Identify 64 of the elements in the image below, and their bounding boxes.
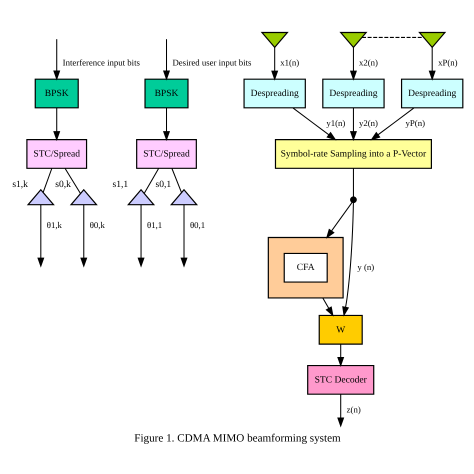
connector [143,168,159,194]
connector [362,36,424,38]
node-label: s1,1 [112,178,128,190]
node-box: Despreading [322,78,384,108]
connector [64,168,80,194]
edge-label: yP(n) [405,117,424,128]
arrow [336,394,344,428]
node-box: Symbol-rate Sampling into a P-Vector [274,138,432,168]
node-triangle [26,188,54,205]
node-label: s0,k [54,178,70,190]
arrow [322,297,334,316]
connector [352,168,354,196]
node-triangle [338,31,367,48]
node-triangle [418,31,446,48]
arrow [180,204,188,268]
arrow [162,107,170,141]
arrow [342,202,354,316]
edge-label: y1(n) [326,117,345,128]
node-box: BPSK [34,78,78,108]
edge-label: θ0,1 [189,219,205,230]
arrow [52,38,60,80]
edge-label: y2(n) [358,117,378,128]
node-box: Despreading [400,78,463,108]
edge-label: x2(n) [358,57,378,68]
node-box: W [318,314,362,344]
node-box: STC/Spread [26,138,87,168]
arrow [428,46,436,80]
edge-label: x1(n) [280,57,299,68]
arrow [336,344,344,367]
arrow [325,202,352,238]
node-box: Despreading [242,78,306,108]
arrow [36,204,44,268]
edge-label: θ0,k [89,219,104,230]
arrow [370,107,414,140]
edge-label: y (n) [356,261,374,272]
arrow [349,46,356,80]
cluster [267,236,344,298]
node-triangle [126,188,155,205]
node-label: s0,1 [155,178,171,190]
arrow [292,107,336,140]
edge-label: xP(n) [438,57,458,68]
edge-label: θ1,1 [146,219,162,230]
caption: Figure 1. CDMA MIMO beamforming system [134,432,340,444]
node-circle [350,196,356,203]
node-triangle [169,188,198,205]
arrow [349,107,356,141]
arrow [137,204,144,268]
arrow [270,46,278,80]
connector [170,168,182,192]
edge-label: z(n) [346,404,360,414]
node-triangle [69,188,98,205]
node-box: BPSK [144,78,188,108]
arrow [162,38,170,80]
connector [42,168,52,192]
node-box: STC/Spread [136,138,196,168]
node-triangle [260,31,288,48]
node-box: CFA [283,252,328,282]
arrow [52,107,60,141]
edge-label: Interference input bits [62,57,140,68]
edge-label: Desired user input bits [172,57,251,68]
node-label: s1,k [12,178,28,190]
node-box: STC Decoder [306,364,374,394]
edge-label: θ1,k [46,219,62,230]
arrow [80,204,87,268]
